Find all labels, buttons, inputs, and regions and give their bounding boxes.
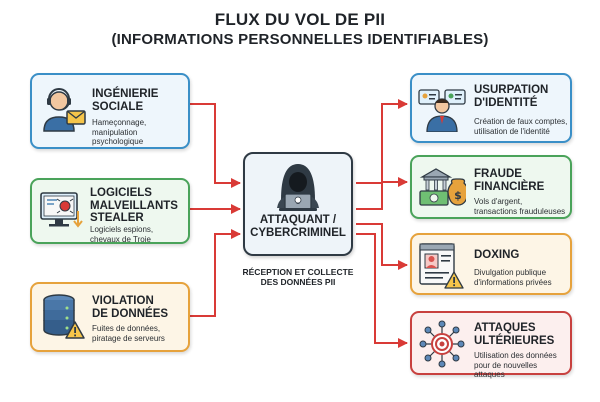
target-attaques-desc-2: pour de nouvelles attaques [474,360,538,380]
source-breach-title-1: VIOLATION [92,295,154,307]
source-social-desc-2: manipulation [92,127,138,137]
profile-warning-icon [419,243,464,289]
source-social-title-2: SOCIALE [92,100,144,113]
target-usurpation-title-2: D'IDENTITÉ [474,96,538,109]
attacker-title-1: ATTAQUANT / [259,214,337,226]
target-doxing-desc-2: d'informations privées [474,277,552,287]
target-attaques-desc-1: Utilisation des données [474,351,557,360]
attacker-title-2: CYBERCRIMINEL [250,227,346,239]
attacker-caption-1: RÉCEPTION ET COLLECTE [242,267,354,277]
target-identity-theft: USURPATION D'IDENTITÉ Création de faux c… [410,73,572,143]
diagram-subtitle: (INFORMATIONS PERSONNELLES IDENTIFIABLES… [111,31,489,48]
target-usurpation-desc-2: utilisation de l'identité [474,126,550,136]
source-stealer-title-2: MALVEILLANTS [90,199,178,212]
source-breach-desc-1: Fuites de données, [92,324,161,333]
attacker-caption-2: DES DONNÉES PII [260,277,336,287]
svg-text:$: $ [454,189,462,202]
attacker-node: ATTAQUANT / CYBERCRIMINEL [243,152,353,256]
identity-card-icon [418,89,466,132]
money-bank-icon: $ [419,168,466,206]
target-further-attacks: ATTAQUES ULTÉRIEURES Utilisation des don… [410,311,572,379]
target-doxing: DOXING Divulgation publique d'informatio… [410,233,572,295]
source-stealer-desc-2: chevaux de Troie [90,234,151,244]
source-data-breach: VIOLATION DE DONNÉES Fuites de données, … [30,282,190,352]
source-social-engineering: INGÉNIERIE SOCIALE Hameçonnage, manipula… [30,73,190,149]
target-fraude-title-2: FINANCIÈRE [474,180,545,193]
target-fraude-desc-1: Vols d'argent, [474,197,523,206]
source-social-title-1: INGÉNIERIE [92,88,159,100]
target-doxing-desc-1: Divulgation publique [474,268,547,277]
source-social-desc-1: Hameçonnage, [92,118,147,127]
arrow-attacker-to-fraude [356,177,408,210]
source-breach-desc-2: piratage de serveurs [92,333,165,343]
malware-monitor-icon [40,192,83,228]
source-stealer-title-1: LOGICIELS [90,187,152,199]
arrow-attacker-to-usurpation [356,99,408,184]
arrow-social-to-attacker [190,103,241,188]
source-social-desc-3: psychologique [92,137,144,146]
source-stealer-desc-1: Logiciels espions, [90,225,154,234]
target-usurpation-desc-1: Création de faux comptes, [474,117,568,126]
target-financial-fraud: $ FRAUDE FINANCIÈRE Vols d'argent, trans… [410,155,572,219]
source-stealer-title-3: STEALER [90,212,144,224]
arrow-attacker-to-attaques [356,233,408,348]
target-usurpation-title-1: USURPATION [474,84,549,96]
arrow-attacker-to-doxing [356,223,408,270]
hooded-hacker-icon [277,164,319,211]
hacker-phishing-icon [43,88,86,132]
target-fraude-title-1: FRAUDE [474,168,522,180]
database-warning-icon [43,294,85,339]
source-breach-title-2: DE DONNÉES [92,307,169,320]
diagram-title: FLUX DU VOL DE PII [214,10,386,29]
source-stealer-malware: LOGICIELS MALVEILLANTS STEALER Logiciels… [30,178,190,244]
attacker-caption: RÉCEPTION ET COLLECTE DES DONNÉES PII [226,267,370,287]
target-fraude-desc-2: transactions frauduleuses [474,206,566,216]
target-doxing-title-1: DOXING [474,249,520,261]
target-attaques-title-2: ULTÉRIEURES [474,334,555,347]
target-network-icon [419,320,465,368]
target-attaques-title-1: ATTAQUES [474,322,536,334]
